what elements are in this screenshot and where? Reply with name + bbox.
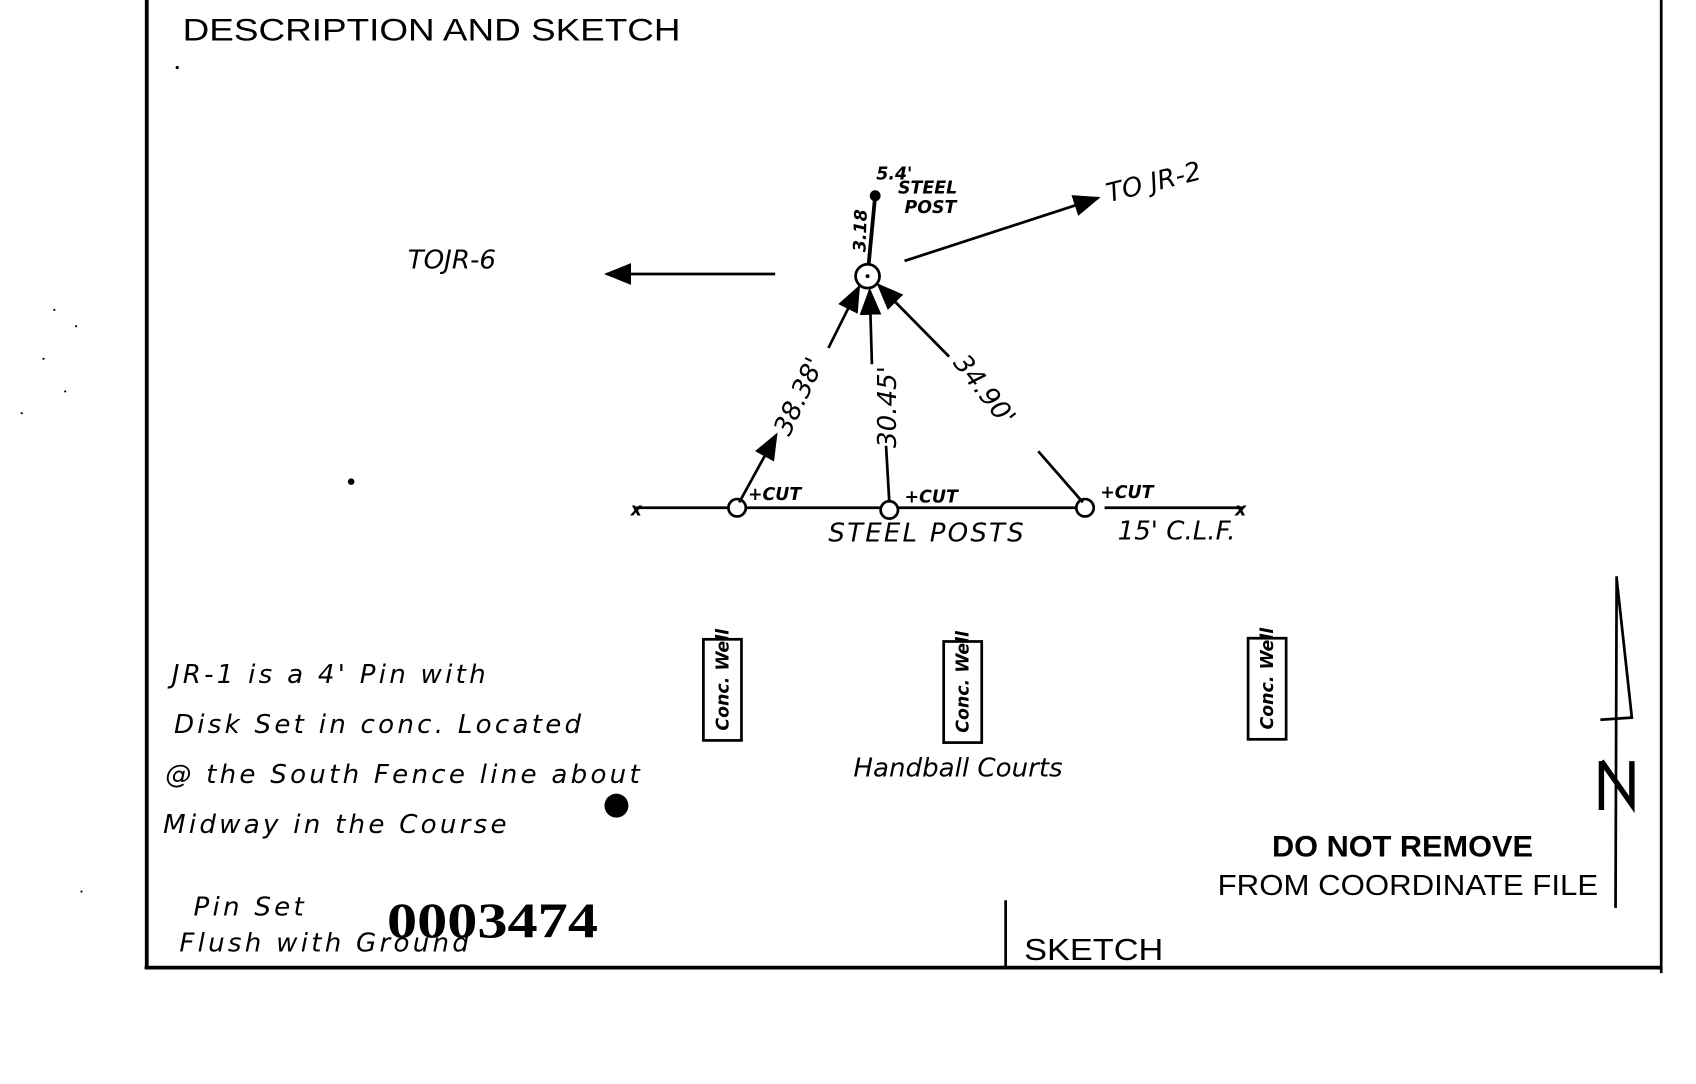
distance-middle: 30.45'	[873, 366, 903, 448]
concrete-well: Conc. Well	[1246, 627, 1288, 741]
form-border	[144, 0, 1663, 974]
coordinate-file-stamp: FROM COORDINATE FILE	[1218, 869, 1599, 901]
steel-post-circle	[727, 497, 748, 518]
description-line: Disk Set in conc. Located	[174, 710, 584, 740]
post-height: 5.4'	[876, 164, 912, 184]
cut-label: +CUT	[1100, 483, 1154, 503]
description-text: JR-1 is a 4' Pin with Disk Set in conc. …	[163, 660, 643, 959]
post-label: POST	[905, 198, 958, 218]
fence-end-x: x	[630, 500, 643, 520]
steel-posts-label: STEEL POSTS	[828, 518, 1025, 548]
steel-post-circle	[1074, 497, 1096, 518]
svg-text:Conc. Well: Conc. Well	[713, 628, 733, 731]
svg-text:Conc. Well: Conc. Well	[954, 630, 974, 733]
distance-right: 34.90'	[947, 349, 1021, 432]
handball-courts-label: Handball Courts	[853, 753, 1063, 783]
do-not-remove-stamp: DO NOT REMOVE	[1272, 831, 1533, 864]
distance-left: 38.38'	[768, 353, 830, 440]
cut-label: +CUT	[905, 487, 959, 507]
post-distance: 3.18	[850, 209, 871, 253]
fence-end-x: x	[1234, 500, 1247, 520]
record-number-stamp: 0003474	[387, 892, 598, 948]
sketch-diagram: 5.4' STEEL POST 3.18 TOJR-6 TO JR-2 38.3…	[408, 157, 1635, 908]
north-arrow-icon	[1598, 576, 1635, 908]
sketch-label: SKETCH	[1024, 933, 1163, 967]
ink-blot	[604, 793, 629, 818]
description-line: @ the South Fence line about	[165, 760, 643, 790]
steel-label: STEEL	[898, 179, 957, 199]
description-line: JR-1 is a 4' Pin with	[167, 660, 489, 690]
to-jr2-label: TO JR-2	[1103, 157, 1204, 209]
svg-text:Conc. Well: Conc. Well	[1258, 627, 1278, 730]
cut-label: +CUT	[748, 485, 802, 505]
steel-post-circle	[879, 499, 900, 520]
to-jr6-label: TOJR-6	[408, 246, 496, 276]
scan-noise	[20, 65, 355, 893]
form-title: DESCRIPTION AND SKETCH	[183, 11, 681, 47]
flush-label: Flush with Ground	[179, 928, 472, 958]
fence-label: 15' C.L.F.	[1118, 516, 1236, 546]
steel-post-dot	[869, 190, 881, 202]
description-line: Midway in the Course	[163, 810, 510, 840]
pin-set-label: Pin Set	[194, 892, 307, 922]
concrete-well: Conc. Well	[702, 628, 743, 742]
concrete-well: Conc. Well	[942, 630, 984, 744]
